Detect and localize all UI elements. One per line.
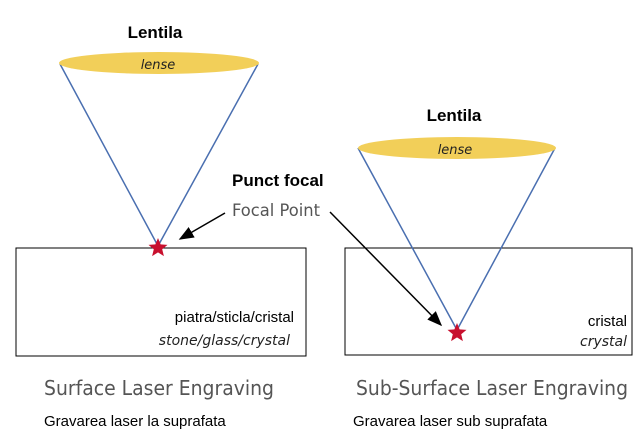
- focal-star-right: [447, 323, 467, 342]
- lens-left-sublabel: lense: [141, 58, 176, 73]
- sub-surface-title-ro: Gravarea laser sub suprafata: [353, 413, 548, 430]
- focal-point-callout: Punct focal Focal Point: [178, 171, 443, 327]
- material-block-right: [344, 247, 633, 356]
- material-left-label: piatra/sticla/cristal: [175, 309, 294, 326]
- lens-left-label: Lentila: [128, 23, 183, 42]
- beam-right-b: [456, 147, 556, 331]
- sub-surface-title-en: Sub-Surface Laser Engraving: [356, 376, 628, 400]
- surface-engraving-panel: Lentila lense piatra/sticla/cristal ston…: [15, 23, 307, 430]
- arrow-to-left-focus: [178, 212, 226, 240]
- lens-right-sublabel: lense: [438, 143, 473, 158]
- sub-surface-engraving-panel: Lentila lense cristal crystal Sub-Surfac…: [344, 106, 633, 430]
- focal-label-ro: Punct focal: [232, 171, 324, 190]
- lens-left: [59, 52, 259, 74]
- material-left-sublabel: stone/glass/crystal: [159, 333, 290, 349]
- beam-left-a: [59, 63, 159, 247]
- beam-left-b: [157, 63, 259, 247]
- surface-title-ro: Gravarea laser la suprafata: [44, 413, 226, 430]
- arrow-to-right-focus: [329, 211, 443, 327]
- material-right-sublabel: crystal: [580, 334, 627, 350]
- focal-label-en: Focal Point: [232, 201, 320, 221]
- lens-right-label: Lentila: [427, 106, 482, 125]
- material-right-label: cristal: [588, 313, 627, 330]
- surface-title-en: Surface Laser Engraving: [44, 376, 274, 400]
- focal-star-left: [148, 238, 168, 257]
- beam-right-a: [357, 147, 458, 331]
- lens-right: [358, 137, 556, 159]
